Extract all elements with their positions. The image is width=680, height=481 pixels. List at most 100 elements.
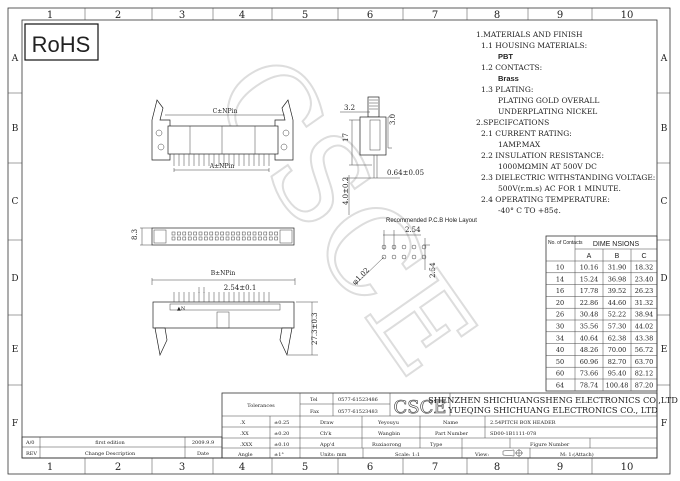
- company-name-2: YUEQING SHICHUANG ELECTRONICS CO., LTD: [447, 405, 658, 415]
- table-cell-dim: 73.66: [580, 370, 599, 378]
- svg-text:7: 7: [432, 10, 438, 21]
- svg-text:2: 2: [115, 462, 121, 473]
- table-cell-dim: 48.26: [580, 346, 599, 354]
- svg-text:SD00-1B1111-078: SD00-1B1111-078: [490, 431, 536, 437]
- side-view-drawing: 3.2 3.0 17 0.64±0.05 4.0±0.2: [340, 96, 424, 215]
- svg-text:.X: .X: [240, 420, 246, 426]
- svg-text:1.2 CONTACTS:: 1.2 CONTACTS:: [481, 63, 542, 72]
- header-b: B: [615, 253, 620, 260]
- svg-text:6: 6: [367, 10, 373, 21]
- title-block: Tolerances Tel 0577-61523486 Fax 0577-61…: [221, 392, 678, 459]
- svg-text:M: 1:(Attach): M: 1:(Attach): [560, 451, 594, 458]
- svg-text:3: 3: [179, 10, 185, 21]
- svg-text:8: 8: [494, 10, 500, 21]
- tolerances-label: Tolerances: [247, 403, 275, 409]
- svg-text:C: C: [661, 197, 668, 207]
- svg-text:1000MΩMIN AT 500V DC: 1000MΩMIN AT 500V DC: [498, 162, 597, 171]
- table-cell-contacts: 60: [556, 370, 564, 378]
- watermark: CSCE: [185, 31, 502, 400]
- pin-hole: [193, 231, 197, 236]
- svg-text:±0.20: ±0.20: [274, 431, 289, 437]
- table-cell-contacts: 14: [556, 275, 564, 283]
- svg-text:.XX: .XX: [240, 431, 249, 437]
- pin-hole: [220, 231, 224, 236]
- svg-text:8: 8: [494, 462, 500, 473]
- pin1-marker: ▲N: [177, 306, 186, 312]
- table-cell-dim: 87.20: [635, 382, 654, 390]
- svg-text:10: 10: [621, 462, 634, 473]
- pin-hole: [241, 231, 246, 236]
- table-cell-dim: 57.30: [608, 323, 627, 331]
- table-cell-contacts: 64: [556, 382, 564, 390]
- pin-hole: [204, 236, 208, 241]
- svg-text:2.1 CURRENT RATING:: 2.1 CURRENT RATING:: [481, 129, 572, 138]
- header-c: C: [641, 253, 646, 260]
- svg-text:E: E: [661, 345, 668, 355]
- svg-text:D: D: [11, 274, 18, 284]
- svg-text:Brass: Brass: [498, 74, 519, 83]
- pin-hole: [225, 236, 230, 241]
- table-cell-dim: 70.00: [608, 346, 627, 354]
- table-cell-dim: 63.70: [635, 358, 654, 366]
- header-dimensions: DIME NSIONS: [593, 241, 640, 248]
- svg-text:PBT: PBT: [498, 52, 513, 61]
- table-cell-dim: 36.98: [608, 275, 627, 283]
- pin-hole: [182, 236, 187, 241]
- pin-hole: [274, 236, 278, 241]
- pin-hole: [268, 236, 273, 241]
- front-view-drawing: B±NPin 2.54±0.1 ▲N 27.3±0.3: [151, 270, 319, 357]
- svg-text:Draw: Draw: [320, 420, 334, 426]
- table-cell-contacts: 26: [556, 311, 564, 319]
- svg-text:Ruxiaorong: Ruxiaorong: [372, 442, 402, 448]
- pin-hole: [204, 231, 208, 236]
- table-cell-dim: 18.32: [635, 264, 654, 272]
- pin-hole: [241, 236, 246, 241]
- table-cell-dim: 43.38: [635, 334, 654, 342]
- pin-hole: [193, 236, 197, 241]
- tel-label: Tel: [310, 397, 318, 403]
- table-cell-contacts: 34: [556, 334, 564, 342]
- svg-text:PLATING GOLD OVERALL: PLATING GOLD OVERALL: [498, 96, 599, 105]
- svg-text:±0.10: ±0.10: [274, 442, 289, 448]
- rohs-logo: RoHS: [24, 23, 99, 61]
- svg-text:A: A: [11, 54, 19, 64]
- table-cell-dim: 23.40: [635, 275, 654, 283]
- dim-a-label: A±NPin: [209, 163, 235, 170]
- svg-text:Units: mm: Units: mm: [320, 452, 347, 458]
- svg-text:2.2 INSULATION RESISTANCE:: 2.2 INSULATION RESISTANCE:: [481, 151, 604, 160]
- pin-hole: [263, 236, 268, 241]
- pin-hole: [209, 231, 214, 236]
- top-view-drawing: C±NPin A±NPin: [151, 99, 294, 172]
- pin-hole: [214, 231, 219, 236]
- table-cell-dim: 52.22: [608, 311, 627, 319]
- pcb-pitch-y: 2.54: [429, 262, 437, 278]
- pin-hole: [252, 236, 257, 241]
- pin-hole: [182, 231, 187, 236]
- grid-dividers: [8, 8, 670, 474]
- svg-text:Scale: 1:1: Scale: 1:1: [395, 452, 420, 458]
- table-cell-dim: 35.56: [580, 323, 599, 331]
- pin-hole: [187, 236, 192, 241]
- svg-text:F: F: [661, 419, 667, 429]
- svg-text:6: 6: [367, 462, 373, 473]
- svg-text:10: 10: [621, 10, 634, 21]
- table-cell-dim: 44.60: [608, 299, 627, 307]
- table-cell-dim: 44.02: [635, 323, 654, 331]
- pin-hole: [214, 236, 219, 241]
- svg-text:3: 3: [179, 462, 185, 473]
- grid-row-labels: AB CD EF AB CD EF: [11, 54, 668, 429]
- svg-text:D: D: [660, 274, 667, 284]
- pin-hole: [252, 231, 257, 236]
- table-cell-contacts: 40: [556, 346, 564, 354]
- svg-text:App'd: App'd: [319, 442, 335, 448]
- svg-text:.XXX: .XXX: [240, 442, 253, 448]
- fax-label: Fax: [310, 409, 319, 415]
- pin-hole: [177, 236, 181, 241]
- pcb-layout-title: Recommended P.C.B Hole Layout: [386, 218, 477, 224]
- table-cell-dim: 30.48: [580, 311, 599, 319]
- svg-text:Ch'k: Ch'k: [320, 431, 332, 437]
- svg-text:Figure Number: Figure Number: [530, 442, 570, 448]
- svg-text:Angle: Angle: [237, 452, 253, 458]
- table-cell-dim: 31.90: [608, 264, 627, 272]
